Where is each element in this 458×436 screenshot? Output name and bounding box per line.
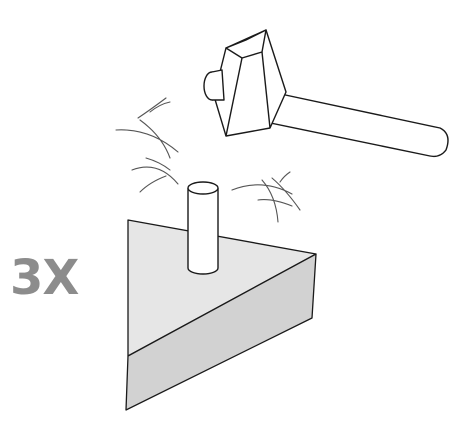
hammer-icon [203,29,449,158]
pin-icon [187,181,219,275]
repeat-count-label: 3X [10,250,79,306]
impact-lines-icon [115,97,301,223]
block-icon [125,219,317,411]
